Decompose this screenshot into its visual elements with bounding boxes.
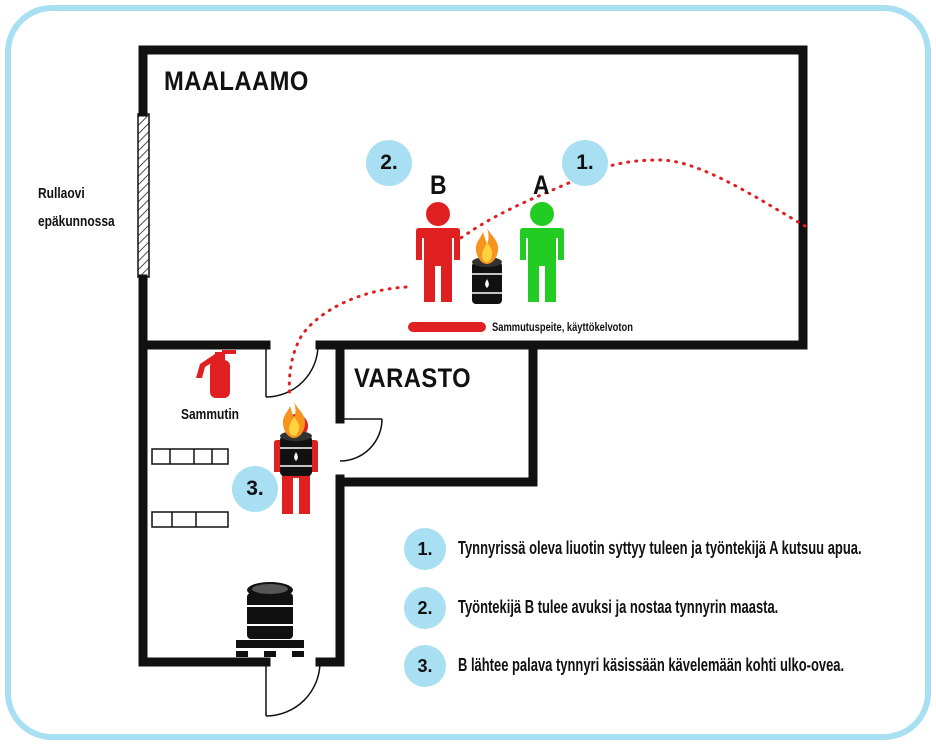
path-segment-1 xyxy=(456,158,807,242)
step-marker-3: 3. xyxy=(232,466,278,512)
person-b-label: B xyxy=(430,170,447,200)
step-marker-1: 1. xyxy=(562,140,608,186)
door-maalaamo xyxy=(265,344,319,398)
person-b-carrying-barrel-icon xyxy=(274,402,318,514)
door-varasto xyxy=(339,418,383,462)
legend-text: B lähtee palava tynnyri käsissään kävele… xyxy=(458,655,845,675)
step-marker-2: 2. xyxy=(366,140,412,186)
person-b-icon xyxy=(416,202,460,302)
legend-marker: 2. xyxy=(404,587,446,629)
walls xyxy=(138,45,808,667)
extinguisher-label: Sammutin xyxy=(181,406,240,423)
fire-blanket-label: Sammutuspeite, käyttökelvoton xyxy=(492,320,633,334)
shelf-upper xyxy=(151,448,229,465)
shelf-lower xyxy=(151,511,229,528)
fire-blanket-icon xyxy=(408,322,486,332)
legend-text: Tynnyrissä oleva liuotin syttyy tuleen j… xyxy=(458,538,862,558)
roller-door-label-line1: Rullaovi xyxy=(38,185,85,202)
person-a-icon xyxy=(520,202,564,302)
room-title-maalaamo: MAALAAMO xyxy=(164,66,309,96)
barrel-on-pallet-icon xyxy=(236,582,304,657)
legend-text: Työntekijä B tulee avuksi ja nostaa tynn… xyxy=(458,597,779,617)
person-a-label: A xyxy=(533,170,550,200)
legend-marker: 3. xyxy=(404,645,446,687)
burning-barrel-icon xyxy=(472,228,502,304)
fire-extinguisher-icon xyxy=(196,350,236,398)
legend-marker: 1. xyxy=(404,528,446,570)
door-exterior xyxy=(265,661,321,717)
path-segment-2 xyxy=(287,285,408,400)
room-title-varasto: VARASTO xyxy=(354,363,472,393)
roller-door xyxy=(137,113,150,278)
roller-door-label-line2: epäkunnossa xyxy=(38,213,115,230)
outer-frame xyxy=(5,5,931,740)
